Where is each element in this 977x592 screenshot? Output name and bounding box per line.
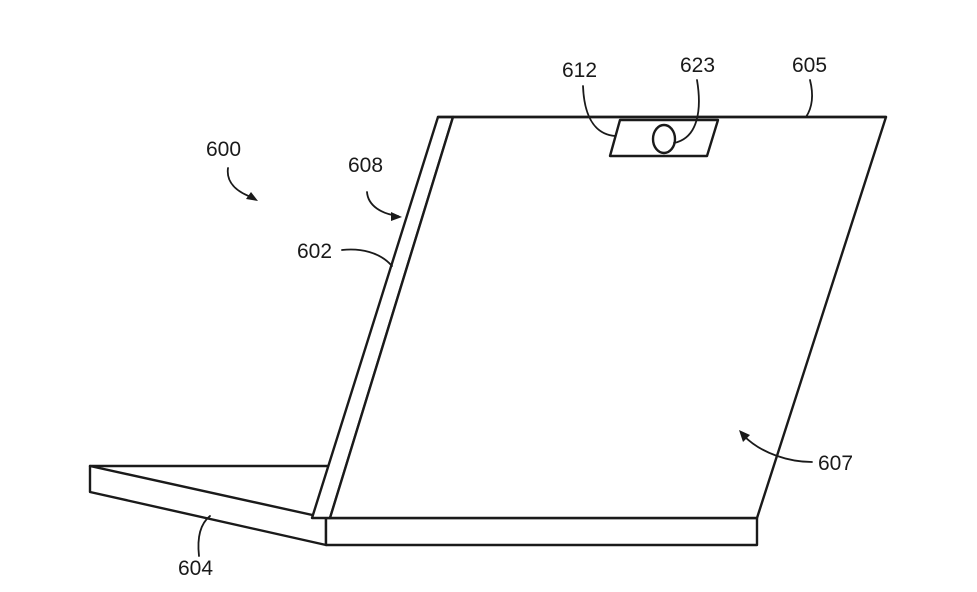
label-623: 623	[680, 54, 715, 77]
label-608: 608	[348, 154, 383, 177]
base-right-face	[324, 516, 759, 547]
laptop-base	[88, 464, 759, 547]
leader-608	[366, 191, 399, 217]
arrowhead-607	[739, 430, 750, 442]
arrowhead-608	[391, 212, 402, 221]
camera-lens-icon	[651, 123, 677, 155]
camera-module	[608, 118, 720, 158]
leader-604	[197, 515, 211, 557]
leader-612	[582, 85, 616, 137]
leader-602	[341, 248, 393, 267]
reference-labels: 600 608 602 612 623 605 607 604	[178, 54, 853, 580]
leader-607	[743, 435, 813, 463]
leader-605	[805, 79, 813, 118]
label-605: 605	[792, 54, 827, 77]
leader-lines	[197, 79, 813, 557]
label-607: 607	[818, 452, 853, 475]
label-600: 600	[206, 138, 241, 161]
arrowhead-600	[246, 192, 258, 201]
label-612: 612	[562, 59, 597, 82]
leader-623	[673, 79, 700, 144]
display-front-face	[328, 115, 888, 520]
label-602: 602	[297, 240, 332, 263]
label-604: 604	[178, 557, 213, 580]
